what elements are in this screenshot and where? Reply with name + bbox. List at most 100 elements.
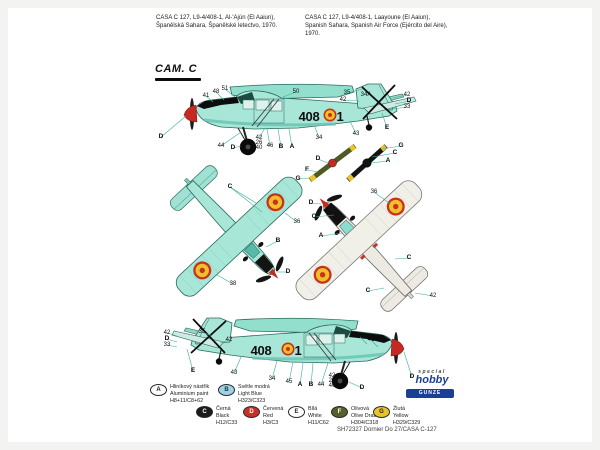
cam-label: CAM. C: [155, 59, 201, 81]
callout-label: 44: [217, 143, 225, 149]
callout-label: D: [409, 372, 415, 380]
special-hobby-logo: special hobby: [415, 369, 449, 386]
plan-view-top: [169, 165, 303, 297]
callout-label: 33: [163, 342, 171, 348]
callout-label: C: [227, 182, 233, 190]
callout-label: 42: [225, 337, 233, 343]
propeller-hub-red: [328, 158, 337, 168]
color-chip-g: G: [373, 406, 390, 418]
callout-label: C: [406, 253, 412, 261]
callout-label: 36: [370, 189, 378, 195]
callout-label: A: [289, 142, 295, 150]
callout-label: 34A: [360, 92, 372, 98]
callout-label: 36: [293, 219, 301, 225]
color-chip-a: A: [150, 384, 167, 396]
legend-text: Světle modrá Light Blue H323/C323: [238, 384, 270, 404]
callout-label: 46: [266, 143, 274, 149]
legend-item-red: D Červená Red H3/C3: [243, 406, 283, 426]
legend-text: Hliníkový nástřik Aluminium paint H8+11/…: [170, 384, 210, 404]
legend-item-white: E Bílá White H11/C62: [288, 406, 329, 426]
callout-label: 42: [429, 293, 437, 299]
callout-label: F: [305, 165, 309, 173]
callout-label: 47: [356, 334, 364, 340]
color-chip-b: B: [218, 384, 235, 396]
callout-label: 38: [229, 281, 237, 287]
fuselage-code: 408: [299, 109, 320, 124]
legend-item-olive-drab: F Olivová Olive Drab H304/C318: [331, 406, 378, 426]
callout-label: 42: [403, 92, 411, 98]
callout-label: D: [164, 334, 170, 342]
legend-item-black: C Černá Black H12/C33: [196, 406, 237, 426]
side-view-top: 408 1: [182, 82, 418, 157]
callout-label: 40: [255, 145, 263, 151]
callout-label: D: [359, 383, 365, 391]
sheet-footer: SH72327 Dornier Do 27/CASA C-127: [337, 427, 437, 433]
callout-label: 42: [328, 373, 336, 379]
callout-label: B: [275, 236, 281, 244]
callout-label: D: [308, 198, 314, 206]
gunze-paint-badge: GUNZE: [406, 389, 454, 398]
legend-item-yellow: G Žlutá Yellow H329/C329: [373, 406, 420, 426]
callout-label: 34: [268, 376, 276, 382]
callout-label: 35: [343, 90, 351, 96]
callout-label: E: [190, 366, 196, 374]
fuselage-code-suffix: 1: [337, 109, 344, 124]
callout-label: D: [158, 132, 164, 140]
callout-leader-lines: [160, 88, 434, 389]
callout-label: 40: [328, 383, 336, 389]
callout-label: B: [308, 380, 314, 388]
callout-label: 26: [255, 140, 263, 146]
callout-label: 48: [212, 89, 220, 95]
callout-label: 42: [339, 97, 347, 103]
callout-label: 51: [221, 86, 229, 92]
callout-label: 42: [163, 330, 171, 336]
fuselage-code-suffix: 1: [295, 343, 302, 358]
callout-label: 50: [292, 89, 300, 95]
callout-label: 35: [198, 329, 206, 335]
caption-english: CASA C 127, L9-4/408-1, Laayoune (El Aai…: [305, 15, 448, 38]
color-chip-e: E: [288, 406, 305, 418]
callout-label: C: [392, 148, 398, 156]
callout-label: 45: [285, 379, 293, 385]
color-chip-d: D: [243, 406, 260, 418]
plan-view-underside: [295, 180, 429, 312]
callout-label: 41: [367, 337, 375, 343]
callout-label: G: [398, 141, 404, 149]
callout-label: 34: [315, 135, 323, 141]
legend-item-aluminium: A Hliníkový nástřik Aluminium paint H8+1…: [150, 384, 209, 404]
legend-text: Žlutá Yellow H329/C329: [393, 406, 421, 426]
legend-text: Olivová Olive Drab H304/C318: [351, 406, 379, 426]
legend-text: Černá Black H12/C33: [216, 406, 238, 426]
legend-text: Červená Red H3/C3: [263, 406, 284, 426]
callout-label: B: [278, 142, 284, 150]
callout-label: 42: [255, 135, 263, 141]
callout-label: C: [365, 286, 371, 294]
callout-label: 43: [352, 131, 360, 137]
caption-czech: CASA C 127, L9-4/408-1, Al-'Ajún (El Aai…: [156, 15, 278, 30]
callout-label: D: [406, 96, 412, 104]
callout-label: A: [385, 156, 391, 164]
callout-label: 26: [328, 378, 336, 384]
legend-item-light-blue: B Světle modrá Light Blue H323/C323: [218, 384, 270, 404]
cam-underline: [155, 78, 201, 81]
callout-label: 44: [317, 382, 325, 388]
callout-label: G: [295, 174, 301, 182]
callout-label: D: [315, 154, 321, 162]
color-chip-f: F: [331, 406, 348, 418]
callout-label: A: [318, 231, 324, 239]
callout-label: C: [311, 212, 317, 220]
fuselage-code: 408: [251, 343, 272, 358]
callout-label: 41: [202, 93, 210, 99]
callout-label: D: [285, 267, 291, 275]
legend-text: Bílá White H11/C62: [308, 406, 329, 426]
color-chip-c: C: [196, 406, 213, 418]
side-view-bottom: 408 1: [170, 316, 406, 391]
callout-label: 33: [403, 104, 411, 110]
callout-label: E: [384, 123, 390, 131]
callout-label: 43: [230, 370, 238, 376]
callout-label: D: [230, 143, 236, 151]
